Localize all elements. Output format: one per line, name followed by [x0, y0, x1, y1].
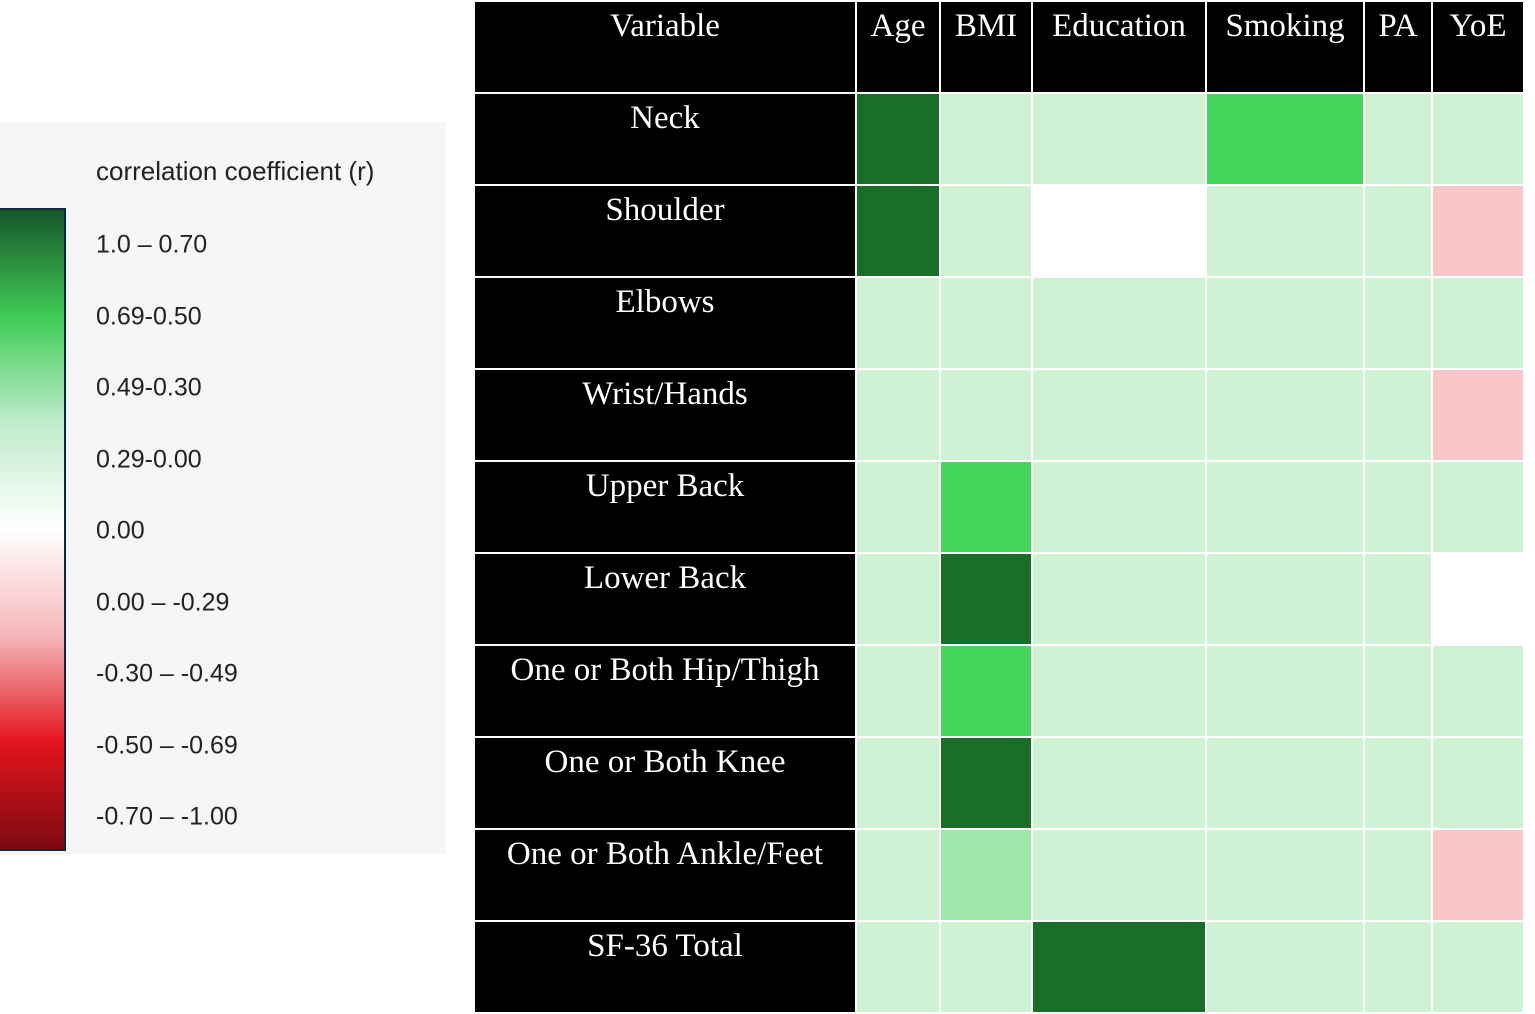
heatmap-cell — [1433, 370, 1523, 460]
legend-label: 1.0 – 0.70 — [96, 230, 208, 259]
legend-label: 0.00 — [96, 516, 145, 545]
column-header: PA — [1365, 2, 1431, 92]
heatmap-cell — [1365, 830, 1431, 920]
heatmap-cell — [1365, 186, 1431, 276]
heatmap-cell — [857, 554, 939, 644]
heatmap-cell — [1207, 370, 1363, 460]
heatmap-cell — [1365, 462, 1431, 552]
row-label: Elbows — [475, 278, 855, 368]
heatmap-cell — [1365, 94, 1431, 184]
legend-label: -0.50 – -0.69 — [96, 731, 238, 759]
heatmap-cell — [1207, 186, 1363, 276]
heatmap-cell — [1033, 738, 1205, 828]
heatmap-cell — [1207, 554, 1363, 644]
heatmap-cell — [1433, 830, 1523, 920]
heatmap-cell — [1365, 370, 1431, 460]
heatmap-cell — [1033, 94, 1205, 184]
heatmap-cell — [1433, 186, 1523, 276]
heatmap-cell — [1433, 554, 1523, 644]
column-header: Education — [1033, 2, 1205, 92]
heatmap-cell — [1365, 922, 1431, 1012]
heatmap-cell — [941, 370, 1031, 460]
heatmap-cell — [1033, 922, 1205, 1012]
heatmap-cell — [941, 186, 1031, 276]
heatmap-cell — [857, 94, 939, 184]
heatmap-cell — [941, 462, 1031, 552]
legend-label: 0.69-0.50 — [96, 302, 202, 330]
column-header: Variable — [475, 2, 855, 92]
heatmap-cell — [857, 278, 939, 368]
row-label: Lower Back — [475, 554, 855, 644]
legend-color-bar — [0, 208, 66, 851]
legend-title: correlation coefficient (r) — [96, 156, 375, 186]
heatmap-cell — [1207, 278, 1363, 368]
heatmap-cell — [1207, 94, 1363, 184]
heatmap-cell — [1033, 554, 1205, 644]
heatmap-cell — [1433, 646, 1523, 736]
heatmap-cell — [857, 186, 939, 276]
column-header: BMI — [941, 2, 1031, 92]
legend-label: 0.49-0.30 — [96, 373, 202, 402]
row-label: Neck — [475, 94, 855, 184]
heatmap-cell — [941, 554, 1031, 644]
row-label: Upper Back — [475, 462, 855, 552]
heatmap-cell — [1033, 462, 1205, 552]
heatmap-cell — [857, 462, 939, 552]
heatmap-cell — [857, 830, 939, 920]
heatmap-cell — [1365, 278, 1431, 368]
heatmap-cell — [1207, 830, 1363, 920]
legend-label: 0.00 – -0.29 — [96, 588, 230, 616]
heatmap-cell — [1433, 278, 1523, 368]
heatmap-cell — [941, 738, 1031, 828]
heatmap-cell — [857, 646, 939, 736]
heatmap-cell — [1207, 922, 1363, 1012]
heatmap-cell — [1033, 830, 1205, 920]
heatmap-cell — [1033, 370, 1205, 460]
heatmap-cell — [857, 370, 939, 460]
column-header: Age — [857, 2, 939, 92]
heatmap-cell — [1207, 738, 1363, 828]
row-label: Wrist/Hands — [475, 370, 855, 460]
heatmap-cell — [941, 94, 1031, 184]
row-label: Shoulder — [475, 186, 855, 276]
legend-label: -0.70 – -1.00 — [96, 802, 238, 831]
heatmap-cell — [1365, 738, 1431, 828]
row-label: SF-36 Total — [475, 922, 855, 1012]
heatmap-cell — [1433, 738, 1523, 828]
heatmap-cell — [941, 830, 1031, 920]
row-label: One or Both Knee — [475, 738, 855, 828]
heatmap-cell — [857, 922, 939, 1012]
heatmap-cell — [1433, 922, 1523, 1012]
heatmap-cell — [941, 646, 1031, 736]
heatmap-cell — [1433, 462, 1523, 552]
heatmap-cell — [1033, 186, 1205, 276]
heatmap-cell — [1433, 94, 1523, 184]
heatmap-cell — [857, 738, 939, 828]
column-header: Smoking — [1207, 2, 1363, 92]
heatmap-cell — [1365, 646, 1431, 736]
heatmap-cell — [1033, 278, 1205, 368]
heatmap-cell — [1207, 462, 1363, 552]
heatmap-cell — [941, 922, 1031, 1012]
heatmap-cell — [941, 278, 1031, 368]
legend-label: 0.29-0.00 — [96, 445, 202, 473]
column-header: YoE — [1433, 2, 1523, 92]
heatmap-cell — [1365, 554, 1431, 644]
row-label: One or Both Hip/Thigh — [475, 646, 855, 736]
heatmap-cell — [1207, 646, 1363, 736]
row-label: One or Both Ankle/Feet — [475, 830, 855, 920]
heatmap-cell — [1033, 646, 1205, 736]
legend-label: -0.30 – -0.49 — [96, 659, 238, 688]
legend-panel — [0, 122, 446, 854]
